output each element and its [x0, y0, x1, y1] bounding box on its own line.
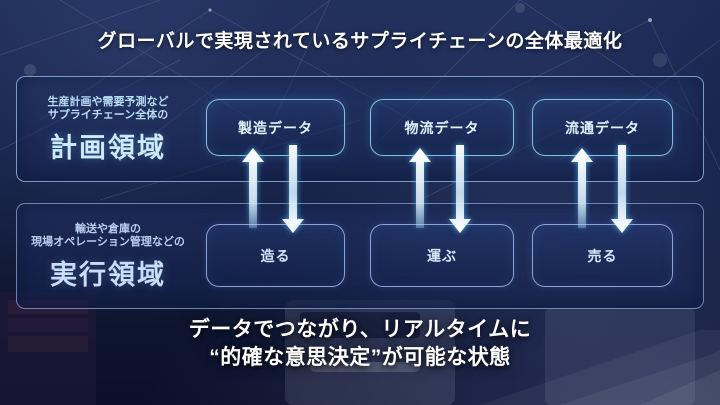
- make-box: 造る: [206, 224, 345, 287]
- sell-box: 売る: [532, 224, 673, 287]
- execution-band: 輸送や倉庫の 現場オペレーション管理などの 実行領域 造る 運ぶ 売る: [16, 203, 704, 309]
- manufacturing-data-box: 製造データ: [206, 99, 345, 156]
- planning-subtitle-line1: 生産計画や需要予測など: [47, 95, 169, 108]
- transport-box: 運ぶ: [370, 224, 514, 287]
- slide-title: グローバルで実現されているサプライチェーンの全体最適化: [97, 31, 623, 52]
- planning-subtitle-line2: サプライチェーン全体の: [47, 108, 169, 121]
- distribution-data-box: 流通データ: [532, 99, 673, 156]
- caption-line2: “的確な意思決定”が可能な状態: [209, 346, 511, 369]
- execution-subtitle-line1: 輸送や倉庫の: [75, 222, 141, 235]
- execution-band-label: 輸送や倉庫の 現場オペレーション管理などの 実行領域: [17, 204, 199, 308]
- planning-band-label: 生産計画や需要予測など サプライチェーン全体の 計画領域: [17, 77, 199, 181]
- caption: データでつながり、リアルタイムに “的確な意思決定”が可能な状態: [0, 316, 720, 372]
- caption-line1: データでつながり、リアルタイムに: [188, 318, 532, 341]
- execution-domain-title: 実行領域: [50, 259, 166, 290]
- execution-subtitle-line2: 現場オペレーション管理などの: [31, 235, 185, 248]
- logistics-data-box: 物流データ: [370, 99, 514, 156]
- planning-band: 生産計画や需要予測など サプライチェーン全体の 計画領域 製造データ 物流データ…: [16, 76, 704, 182]
- planning-domain-title: 計画領域: [50, 132, 166, 163]
